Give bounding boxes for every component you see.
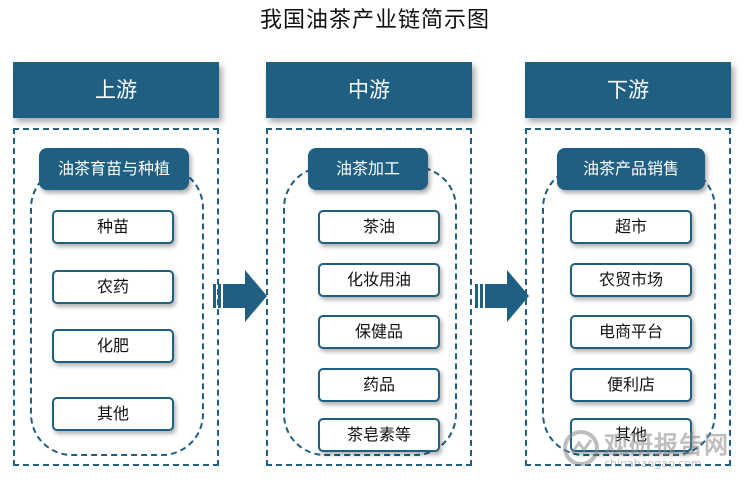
upstream-sub-header: 油茶育苗与种植 (39, 148, 189, 190)
stage-box-midstream: 油茶加工 茶油 化妆用油 保健品 药品 茶皂素等 (266, 128, 472, 466)
midstream-item-medicine: 药品 (318, 368, 440, 402)
downstream-item-farmers-market: 农贸市场 (570, 263, 692, 297)
downstream-item-ecommerce: 电商平台 (570, 315, 692, 349)
midstream-item-cosmetic-oil: 化妆用油 (318, 263, 440, 297)
midstream-item-saponin: 茶皂素等 (318, 418, 440, 452)
stage-box-upstream: 油茶育苗与种植 种苗 农药 化肥 其他 (13, 128, 219, 466)
downstream-item-supermarket: 超市 (570, 210, 692, 244)
stage-header-midstream: 中游 (266, 62, 472, 118)
watermark: 观研报告网 chinabaogao.com (560, 425, 745, 481)
midstream-sub-header: 油茶加工 (308, 148, 428, 190)
upstream-item-pesticide: 农药 (52, 270, 174, 304)
stage-header-downstream: 下游 (525, 62, 731, 118)
upstream-item-other: 其他 (52, 397, 174, 431)
downstream-item-convenience-store: 便利店 (570, 368, 692, 402)
downstream-sub-header: 油茶产品销售 (557, 148, 705, 190)
stage-header-upstream: 上游 (13, 62, 219, 118)
midstream-item-health-products: 保健品 (318, 315, 440, 349)
arrow-upstream-to-midstream (213, 270, 267, 322)
diagram-title: 我国油茶产业链简示图 (259, 8, 490, 33)
midstream-item-tea-oil: 茶油 (318, 210, 440, 244)
stage-box-downstream: 油茶产品销售 超市 农贸市场 电商平台 便利店 其他 (525, 128, 731, 466)
upstream-item-fertilizer: 化肥 (52, 329, 174, 363)
watermark-logo-icon (563, 430, 599, 466)
upstream-item-seedlings: 种苗 (52, 210, 174, 244)
watermark-url: chinabaogao.com (604, 457, 702, 470)
arrow-midstream-to-downstream (475, 270, 529, 322)
watermark-text: 观研报告网 (604, 431, 729, 459)
